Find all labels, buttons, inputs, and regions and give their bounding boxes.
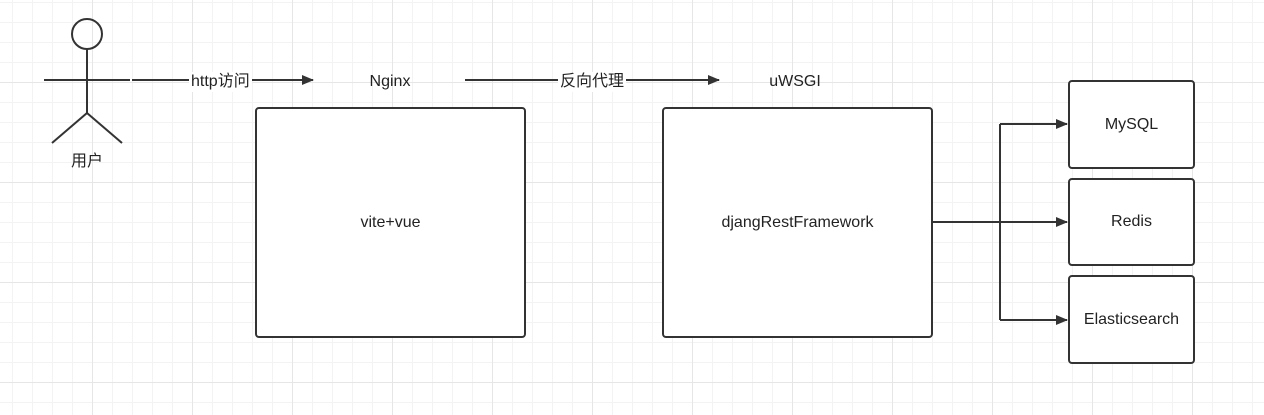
redis-node-label: Redis [1111, 213, 1152, 230]
frontend-node[interactable]: vite+vue [255, 107, 526, 338]
elasticsearch-node-label: Elasticsearch [1083, 310, 1180, 328]
actor-label: 用户 [70, 153, 103, 170]
edge-label-http: http访问 [189, 72, 252, 92]
edge-label-proxy: 反向代理 [558, 72, 627, 92]
actor-right-leg [86, 112, 123, 144]
mysql-node-label: MySQL [1104, 115, 1159, 133]
server-label-uwsgi: uWSGI [769, 73, 821, 90]
mysql-node[interactable]: MySQL [1068, 80, 1195, 169]
frontend-node-label: vite+vue [360, 213, 421, 231]
backend-node-label: djangRestFramework [721, 213, 874, 231]
actor-left-leg [51, 112, 88, 144]
actor-head [71, 18, 103, 50]
server-label-nginx: Nginx [369, 73, 411, 90]
redis-node[interactable]: Redis [1068, 178, 1195, 266]
user-actor-icon [44, 18, 130, 144]
backend-node[interactable]: djangRestFramework [662, 107, 933, 338]
elasticsearch-node[interactable]: Elasticsearch [1068, 275, 1195, 364]
